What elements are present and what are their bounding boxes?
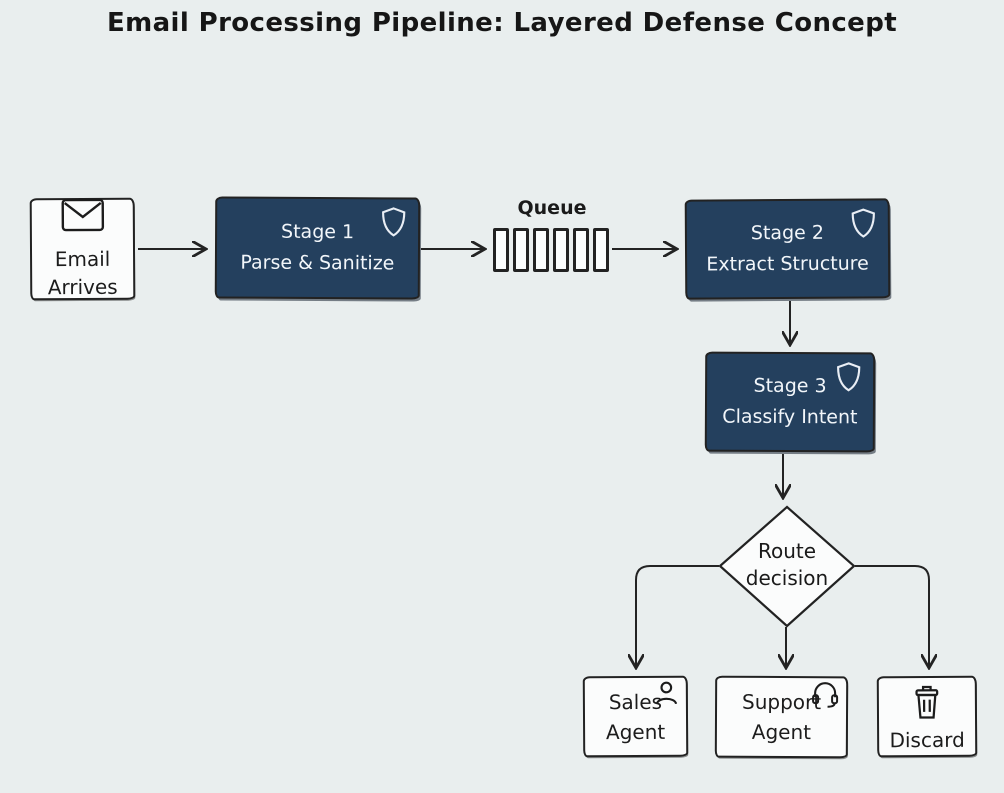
queue-slot (553, 228, 569, 272)
decision-label-line1: Route (757, 539, 817, 563)
person-icon (654, 681, 679, 714)
envelope-icon (60, 197, 104, 238)
stage1-label-line2: Parse & Sanitize (240, 251, 395, 275)
decision-label-line2: decision (745, 566, 829, 590)
shield-icon (836, 361, 861, 402)
node-stage1-parse-sanitize: Stage 1 Parse & Sanitize (214, 196, 421, 300)
discard-label: Discard (889, 727, 965, 753)
trash-icon (912, 684, 942, 726)
node-sales-agent: Sales Agent (582, 675, 689, 758)
decision-diamond (718, 505, 856, 628)
node-stage3-classify-intent: Stage 3 Classify Intent (704, 351, 876, 453)
support-label-line2: Agent (751, 719, 812, 745)
email-label-line2: Arrives (47, 274, 118, 299)
diagram-title: Email Processing Pipeline: Layered Defen… (106, 8, 898, 38)
queue-label: Queue (517, 197, 587, 219)
queue-slot (513, 228, 529, 272)
node-email-arrives: Email Arrives (29, 197, 136, 301)
queue-slot (573, 228, 589, 272)
stage3-label-line2: Classify Intent (722, 405, 858, 429)
node-support-agent: Support Agent (714, 675, 849, 759)
support-label-line1: Support (741, 689, 822, 715)
node-stage2-extract-structure: Stage 2 Extract Structure (684, 198, 891, 300)
headset-icon (811, 681, 839, 716)
queue-slot (493, 228, 509, 272)
email-label-line1: Email (54, 246, 111, 271)
shield-icon (851, 207, 876, 248)
stage1-label-line1: Stage 1 (281, 221, 355, 244)
queue-slots (493, 228, 611, 272)
shield-icon (381, 206, 406, 247)
node-discard: Discard (876, 675, 978, 758)
queue-slot (533, 228, 549, 272)
queue-slot (593, 228, 609, 272)
connector-decision-to-sales (636, 565, 719, 668)
stage2-label-line2: Extract Structure (706, 252, 869, 276)
connector-decision-to-discard (855, 565, 929, 668)
stage3-label-line1: Stage 3 (753, 375, 827, 398)
node-route-decision: Route decision (722, 538, 852, 592)
stage2-label-line1: Stage 2 (750, 222, 824, 245)
sales-label-line2: Agent (605, 719, 666, 744)
